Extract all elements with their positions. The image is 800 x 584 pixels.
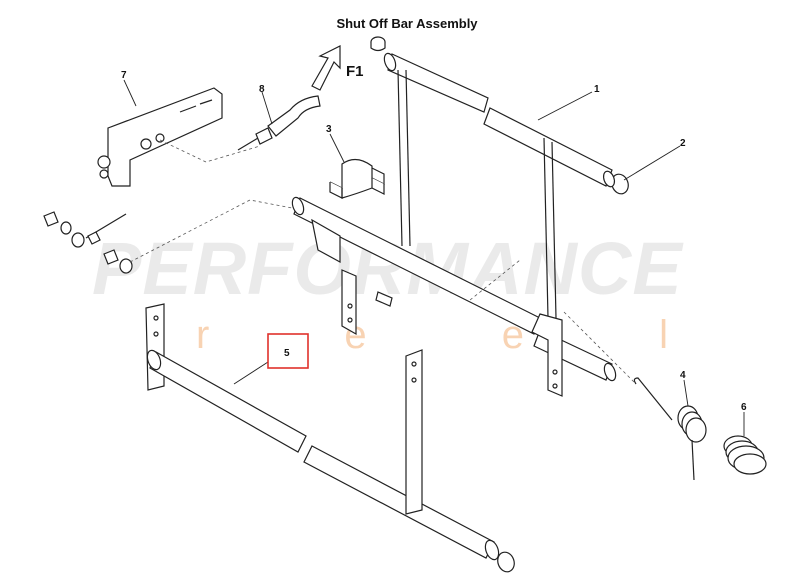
- part-8-cable: [237, 95, 321, 151]
- diagram-title: Shut Off Bar Assembly: [336, 16, 478, 31]
- assembly-dashed-lines: [129, 139, 637, 385]
- callout-5: 5: [284, 348, 290, 359]
- callout-6: 6: [741, 402, 747, 413]
- leader-lines: [123, 79, 745, 436]
- callout-7: 7: [121, 70, 127, 81]
- callout-3: 3: [326, 124, 332, 135]
- part-4-spring: [633, 377, 707, 481]
- direction-label: F1: [346, 63, 364, 80]
- callout-2: 2: [680, 138, 686, 149]
- part-7-bracket: [97, 87, 223, 187]
- highlight-box: [267, 333, 309, 369]
- top-plug: [370, 36, 386, 52]
- part-2-end-cap: [602, 170, 629, 195]
- part-6-spring-bushing: [723, 435, 767, 475]
- callout-4: 4: [680, 370, 686, 381]
- part-1-upper-bar: [291, 52, 617, 397]
- direction-arrow-icon: [311, 45, 341, 91]
- hardware-fasteners: [43, 211, 133, 274]
- part-5-lower-bar: [145, 303, 515, 573]
- callout-1: 1: [594, 84, 600, 95]
- watermark-reel: r e e l: [196, 313, 730, 357]
- callout-8: 8: [259, 84, 265, 95]
- part-3-clamp: [329, 158, 385, 199]
